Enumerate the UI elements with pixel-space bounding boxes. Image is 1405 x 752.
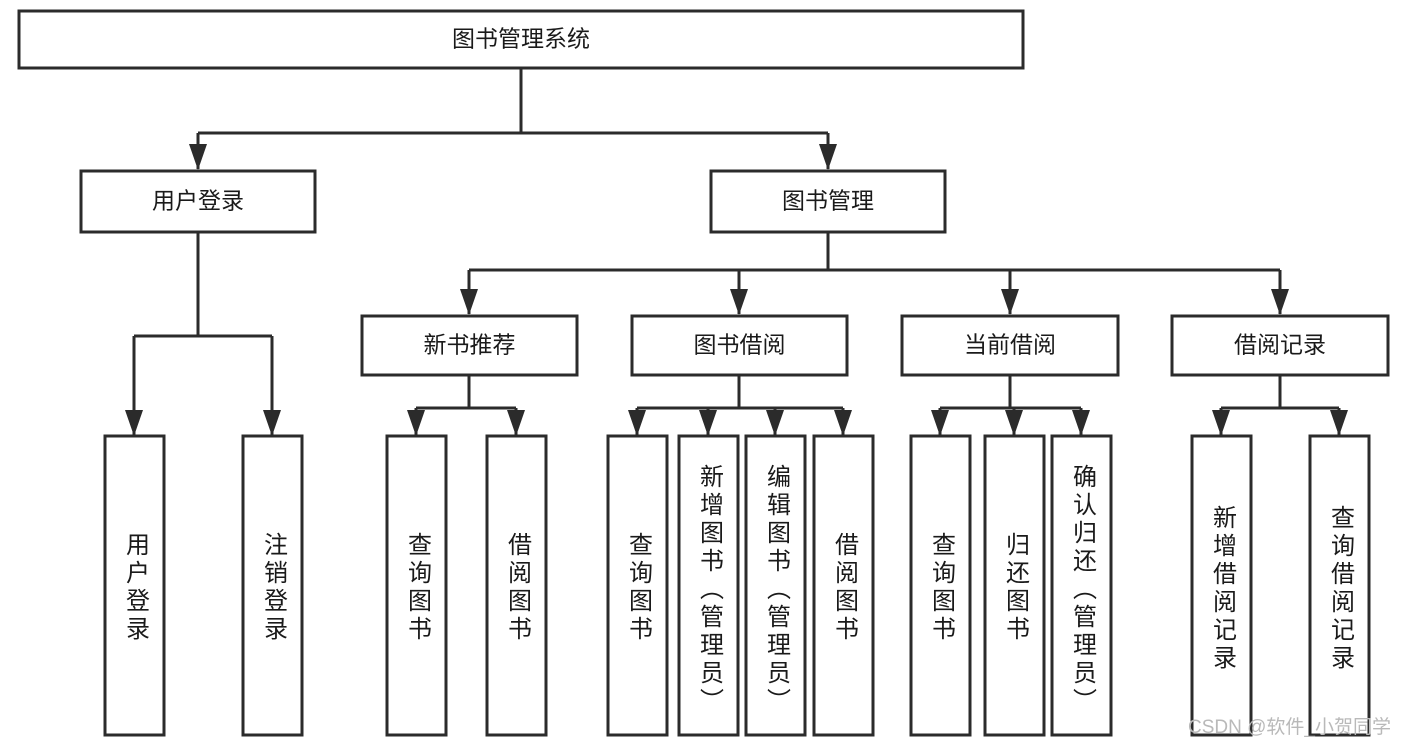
node-leaf-edit-book-label: 编辑图书（管理员） bbox=[762, 464, 790, 716]
arrow-down-icon bbox=[1330, 410, 1348, 436]
arrow-down-icon bbox=[125, 410, 143, 436]
node-leaf-confirm-return-label: 确认归还（管理员） bbox=[1068, 464, 1096, 716]
node-leaf-borrow-book-1-box[interactable] bbox=[485, 434, 548, 737]
node-leaf-borrow-book-1-label: 借阅图书 bbox=[503, 532, 531, 644]
node-borrow-record-label: 借阅记录 bbox=[1234, 332, 1326, 358]
node-leaf-add-record-label-wrap: 新增借阅记录 bbox=[1192, 436, 1251, 735]
node-leaf-logout-label: 注销登录 bbox=[259, 532, 287, 644]
arrow-down-icon bbox=[628, 410, 646, 436]
node-leaf-borrow-book-2-label: 借阅图书 bbox=[830, 532, 858, 644]
node-book-manage-label: 图书管理 bbox=[782, 188, 874, 214]
arrow-down-icon bbox=[931, 410, 949, 436]
node-leaf-return-book-label: 归还图书 bbox=[1001, 532, 1029, 644]
node-leaf-borrow-book-2-label-wrap: 借阅图书 bbox=[814, 436, 873, 735]
node-leaf-logout-box[interactable] bbox=[241, 434, 304, 737]
arrow-down-icon bbox=[819, 144, 837, 170]
node-borrow-record-box[interactable] bbox=[1170, 314, 1390, 377]
node-leaf-logout-label-wrap: 注销登录 bbox=[243, 436, 302, 735]
arrow-down-icon bbox=[407, 410, 425, 436]
node-leaf-add-record-label: 新增借阅记录 bbox=[1208, 505, 1236, 673]
node-leaf-user-login-box[interactable] bbox=[103, 434, 166, 737]
node-leaf-confirm-return-box[interactable] bbox=[1050, 434, 1113, 737]
arrow-down-icon bbox=[834, 410, 852, 436]
arrow-down-icon bbox=[507, 410, 525, 436]
node-leaf-query-book-1-box[interactable] bbox=[385, 434, 448, 737]
node-root-label: 图书管理系统 bbox=[452, 26, 590, 52]
node-leaf-add-record-box[interactable] bbox=[1190, 434, 1253, 737]
node-leaf-query-record-box[interactable] bbox=[1308, 434, 1371, 737]
arrow-down-icon bbox=[189, 144, 207, 170]
arrow-down-icon bbox=[263, 410, 281, 436]
arrow-down-icon bbox=[1005, 410, 1023, 436]
node-leaf-query-book-1-label-wrap: 查询图书 bbox=[387, 436, 446, 735]
arrow-down-icon bbox=[1072, 410, 1090, 436]
arrow-down-icon bbox=[730, 289, 748, 315]
node-leaf-add-book-label: 新增图书（管理员） bbox=[695, 464, 723, 716]
node-leaf-query-book-2-label: 查询图书 bbox=[624, 532, 652, 644]
node-leaf-add-book-label-wrap: 新增图书（管理员） bbox=[679, 436, 738, 735]
node-leaf-query-book-2-label-wrap: 查询图书 bbox=[608, 436, 667, 735]
node-leaf-query-book-3-label-wrap: 查询图书 bbox=[911, 436, 970, 735]
arrow-down-icon bbox=[766, 410, 784, 436]
node-book-borrow-label: 图书借阅 bbox=[694, 332, 786, 358]
node-current-borrow-box[interactable] bbox=[900, 314, 1120, 377]
node-leaf-borrow-book-1-label-wrap: 借阅图书 bbox=[487, 436, 546, 735]
node-leaf-edit-book-box[interactable] bbox=[744, 434, 807, 737]
node-new-book-recommend-box[interactable] bbox=[360, 314, 579, 377]
node-leaf-user-login-label: 用户登录 bbox=[121, 532, 149, 644]
node-book-manage-box[interactable] bbox=[709, 169, 947, 234]
arrow-down-icon bbox=[1212, 410, 1230, 436]
node-leaf-query-book-3-label: 查询图书 bbox=[927, 532, 955, 644]
node-book-borrow-box[interactable] bbox=[630, 314, 849, 377]
arrow-down-icon bbox=[1001, 289, 1019, 315]
node-root-box[interactable] bbox=[17, 9, 1025, 70]
node-leaf-return-book-label-wrap: 归还图书 bbox=[985, 436, 1044, 735]
arrow-down-icon bbox=[699, 410, 717, 436]
node-leaf-borrow-book-2-box[interactable] bbox=[812, 434, 875, 737]
node-leaf-query-book-2-box[interactable] bbox=[606, 434, 669, 737]
node-current-borrow-label: 当前借阅 bbox=[964, 332, 1056, 358]
arrow-down-icon bbox=[460, 289, 478, 315]
connector-layer bbox=[125, 68, 1348, 436]
node-leaf-confirm-return-label-wrap: 确认归还（管理员） bbox=[1052, 436, 1111, 735]
node-user-login-label: 用户登录 bbox=[152, 188, 244, 214]
node-leaf-add-book-box[interactable] bbox=[677, 434, 740, 737]
node-user-login-box[interactable] bbox=[79, 169, 317, 234]
node-leaf-query-record-label: 查询借阅记录 bbox=[1326, 505, 1354, 673]
node-leaf-return-book-box[interactable] bbox=[983, 434, 1046, 737]
node-leaf-query-book-3-box[interactable] bbox=[909, 434, 972, 737]
node-leaf-edit-book-label-wrap: 编辑图书（管理员） bbox=[746, 436, 805, 735]
node-leaf-user-login-label-wrap: 用户登录 bbox=[105, 436, 164, 735]
node-leaf-query-book-1-label: 查询图书 bbox=[403, 532, 431, 644]
node-new-book-recommend-label: 新书推荐 bbox=[424, 332, 516, 358]
arrow-down-icon bbox=[1271, 289, 1289, 315]
node-leaf-query-record-label-wrap: 查询借阅记录 bbox=[1310, 436, 1369, 735]
